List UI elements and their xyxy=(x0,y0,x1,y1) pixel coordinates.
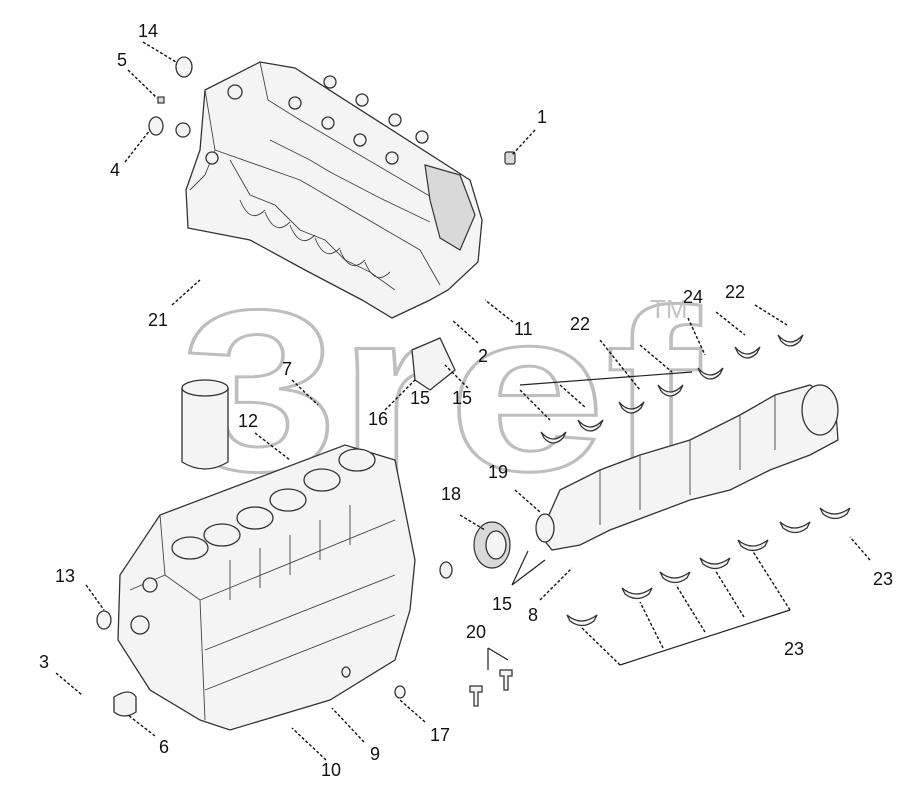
callout-21: 21 xyxy=(148,310,168,330)
callout-23b: 23 xyxy=(873,569,893,589)
callout-15a: 15 xyxy=(410,388,430,408)
callout-16: 16 xyxy=(368,409,388,429)
callout-2: 2 xyxy=(478,346,488,366)
crankshaft-gear xyxy=(473,521,511,569)
o-rings xyxy=(96,56,516,699)
callout-8: 8 xyxy=(528,605,538,625)
callout-24: 24 xyxy=(683,287,703,307)
main-bearing-shells-upper xyxy=(540,334,804,444)
main-bearing-shells-lower xyxy=(566,507,851,627)
callout-19: 19 xyxy=(488,462,508,482)
callout-22a: 22 xyxy=(570,314,590,334)
callout-labels: 1 2 3 4 5 6 7 8 9 10 11 12 13 14 15 15 1… xyxy=(39,21,893,780)
callout-15b: 15 xyxy=(452,388,472,408)
callout-18: 18 xyxy=(441,484,461,504)
cylinder-liner xyxy=(181,379,229,470)
callout-9: 9 xyxy=(370,744,380,764)
callout-5: 5 xyxy=(117,50,127,70)
callout-1: 1 xyxy=(537,107,547,127)
callout-6: 6 xyxy=(159,737,169,757)
trademark-text: TM xyxy=(650,294,688,324)
callout-7: 7 xyxy=(282,359,292,379)
callout-20: 20 xyxy=(466,622,486,642)
bolts xyxy=(469,669,513,707)
leader-lines xyxy=(55,41,871,761)
cylinder-block xyxy=(117,444,416,731)
callout-17: 17 xyxy=(430,725,450,745)
cylinder-head xyxy=(175,61,483,319)
callout-22b: 22 xyxy=(725,282,745,302)
callout-3: 3 xyxy=(39,652,49,672)
callout-4: 4 xyxy=(110,160,120,180)
callout-13: 13 xyxy=(55,566,75,586)
cup-plug xyxy=(113,691,137,717)
callout-12: 12 xyxy=(238,411,258,431)
callout-23a: 23 xyxy=(784,639,804,659)
callout-14: 14 xyxy=(138,21,158,41)
callout-15c: 15 xyxy=(492,594,512,614)
callout-10: 10 xyxy=(321,760,341,780)
callout-11: 11 xyxy=(514,319,533,339)
gasket xyxy=(411,337,456,391)
crankshaft xyxy=(535,384,839,551)
